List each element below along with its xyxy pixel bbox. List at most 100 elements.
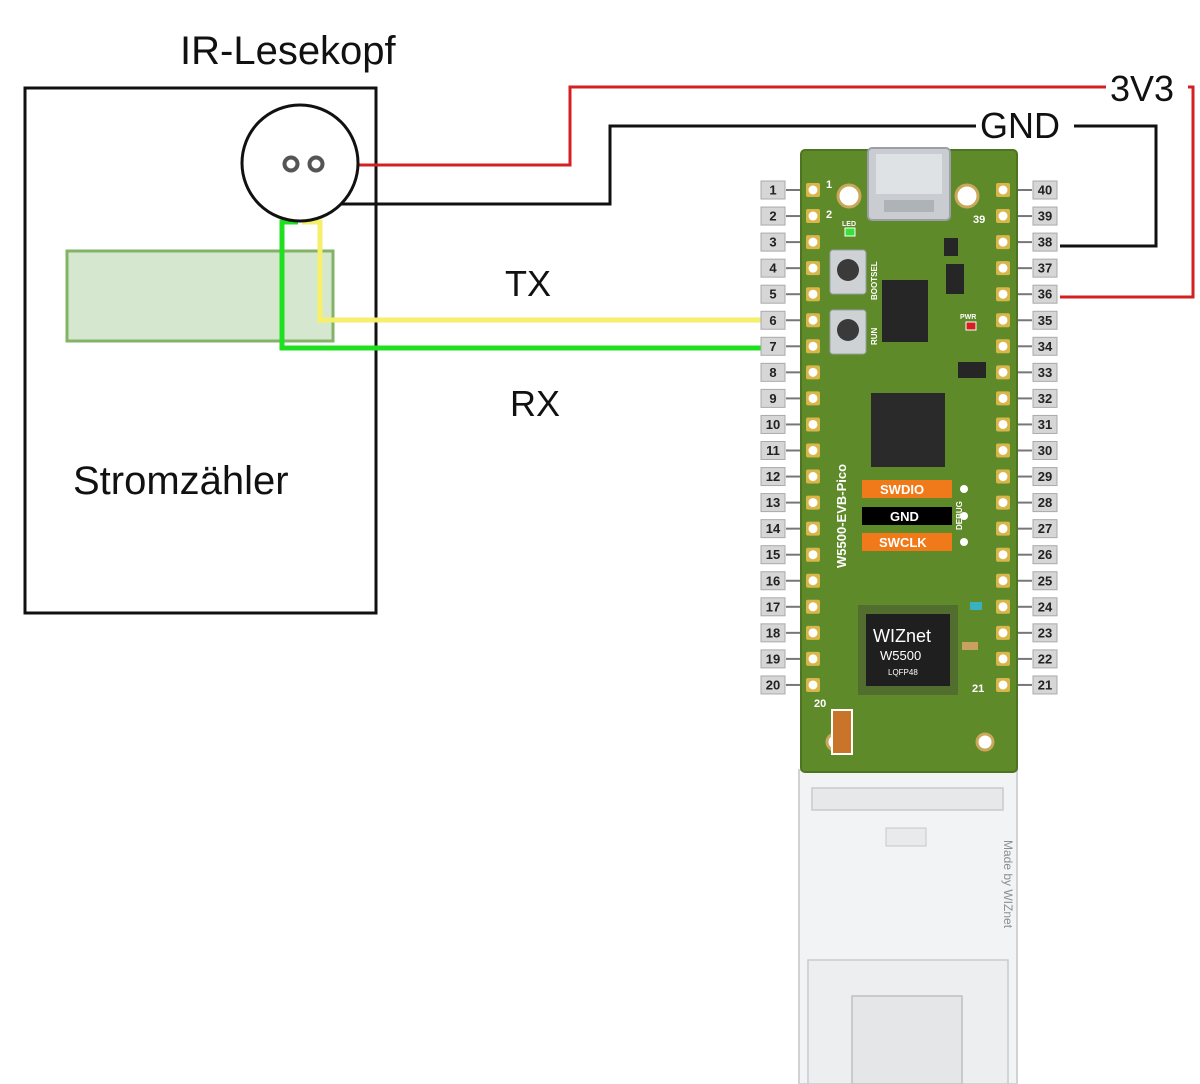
pin-number: 26 [1038, 547, 1052, 562]
capacitor [831, 709, 853, 755]
pin-left-8: 8 [760, 362, 820, 382]
pin-number: 13 [766, 495, 780, 510]
pin-corner-21: 21 [972, 683, 984, 695]
pin-number: 34 [1038, 339, 1053, 354]
debug-gnd-pad [862, 507, 952, 525]
pin-right-33: 33 [996, 362, 1058, 382]
debug-gnd-label: GND [890, 509, 919, 524]
pin-number: 18 [766, 625, 780, 640]
gnd-label: GND [980, 105, 1060, 146]
w5500-evb-pico-board: Made by WIZnet 1 2 39 20 21 LED BOOTSEL [798, 147, 1018, 1084]
bootsel-button[interactable] [829, 249, 867, 295]
pin-number: 30 [1038, 443, 1052, 458]
pin-number: 9 [769, 391, 776, 406]
pin-right-32: 32 [996, 388, 1058, 408]
pin-number: 8 [769, 365, 776, 380]
pin-number: 32 [1038, 391, 1052, 406]
pin-left-5: 5 [760, 284, 820, 304]
pin-number: 39 [1038, 209, 1052, 224]
pin-number: 28 [1038, 495, 1052, 510]
pin-left-4: 4 [760, 258, 820, 278]
pin-left-10: 10 [760, 414, 820, 434]
pin-number: 40 [1038, 183, 1052, 198]
v33-label: 3V3 [1110, 68, 1174, 109]
pin-right-31: 31 [996, 414, 1058, 434]
pin-number: 17 [766, 599, 780, 614]
pin-number: 27 [1038, 521, 1052, 536]
bootsel-label: BOOTSEL [870, 261, 879, 300]
rx-wire [279, 219, 765, 351]
pin-number: 24 [1038, 599, 1053, 614]
board-name: W5500-EVB-Pico [834, 464, 849, 568]
tx-label: TX [505, 263, 551, 304]
pin-left-12: 12 [760, 467, 820, 487]
pin-corner-39: 39 [973, 214, 985, 226]
pin-right-24: 24 [996, 597, 1058, 617]
pin-number: 25 [1038, 573, 1052, 588]
pin-left-19: 19 [760, 649, 820, 669]
pin-number: 2 [769, 209, 776, 224]
rx-label: RX [510, 383, 560, 424]
pin-number: 7 [769, 339, 776, 354]
pin-number: 16 [766, 573, 780, 588]
v33-wire [358, 85, 1195, 299]
pin-number: 35 [1038, 313, 1052, 328]
pin-left-15: 15 [760, 545, 820, 565]
pin-number: 12 [766, 469, 780, 484]
pin-number: 38 [1038, 235, 1052, 250]
pin-right-23: 23 [996, 623, 1058, 643]
pin-right-28: 28 [996, 493, 1058, 513]
pwr-led [965, 321, 977, 331]
pin-right-27: 27 [996, 519, 1058, 539]
pin-left-1: 1 [760, 180, 820, 200]
pin-right-26: 26 [996, 545, 1058, 565]
w5500-chip [866, 614, 950, 686]
pin-number: 11 [766, 443, 780, 458]
swdio-label: SWDIO [880, 482, 924, 497]
run-button[interactable] [829, 309, 867, 355]
pin-right-30: 30 [996, 441, 1058, 460]
debug-label: DEBUG [955, 501, 964, 530]
pin-right-22: 22 [996, 649, 1058, 669]
pin-right-35: 35 [996, 310, 1058, 330]
pin-number: 21 [1038, 677, 1052, 692]
pin-right-38: 38 [996, 232, 1058, 252]
pin-left-20: 20 [760, 675, 820, 695]
swclk-label: SWCLK [879, 535, 927, 550]
pin-number: 20 [766, 677, 780, 692]
pin-right-25: 25 [996, 571, 1058, 591]
pin-right-29: 29 [996, 467, 1058, 487]
pin-number: 6 [769, 313, 776, 328]
pin-number: 10 [766, 417, 780, 432]
pin-number: 36 [1038, 287, 1052, 302]
pin-left-7: 7 [760, 336, 820, 356]
pin-left-18: 18 [760, 623, 820, 643]
made-by-text: Made by WIZnet [1001, 840, 1015, 929]
run-label: RUN [870, 327, 879, 345]
pin-corner-20: 20 [814, 698, 826, 710]
pin-right-40: 40 [996, 180, 1058, 200]
pin-number: 23 [1038, 625, 1052, 640]
pin-left-11: 11 [760, 441, 820, 460]
pin-left-2: 2 [760, 206, 820, 226]
tx-wire [302, 219, 765, 323]
meter-display [65, 249, 335, 343]
meter-label: Stromzähler [73, 459, 289, 503]
right-pin-header: 40 39 38 37 36 35 34 33 32 31 30 29 28 27 26 25 24 23 22 21 [996, 180, 1058, 695]
pin-number: 5 [769, 287, 776, 302]
pin-right-37: 37 [996, 258, 1058, 278]
pin-number: 4 [769, 261, 777, 276]
pin-number: 19 [766, 651, 780, 666]
pin-number: 15 [766, 547, 780, 562]
pin-number: 3 [769, 235, 776, 250]
pin-number: 29 [1038, 469, 1052, 484]
ir-head-title: IR-Lesekopf [180, 29, 397, 73]
swdio-pad [862, 480, 952, 498]
rp2040-chip [871, 393, 945, 467]
chip-package: LQFP48 [888, 668, 918, 677]
pin-left-16: 16 [760, 571, 820, 591]
pin-left-17: 17 [760, 597, 820, 617]
gnd-wire [338, 124, 1158, 248]
